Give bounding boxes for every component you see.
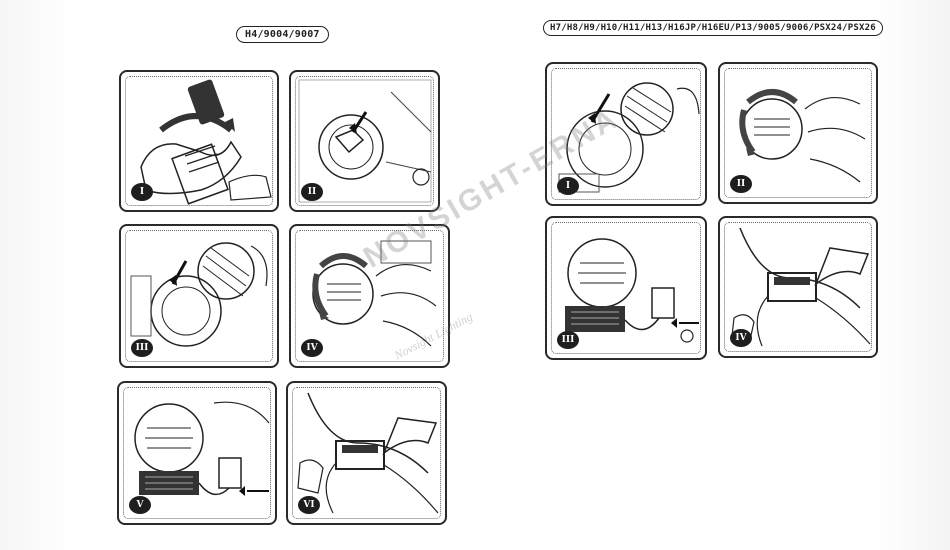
left-panel-6: VI [286, 381, 447, 525]
step-badge: III [131, 339, 153, 357]
left-panel-1: I [119, 70, 279, 212]
remove-clip-illustration [298, 79, 432, 203]
step-badge: VI [298, 496, 320, 514]
left-group-title: H4/9004/9007 [236, 26, 329, 43]
step-badge: I [557, 177, 579, 195]
step-badge: IV [301, 339, 323, 357]
step-badge: III [557, 331, 579, 349]
insert-bulb-illustration [130, 242, 268, 347]
step-badge: II [301, 183, 323, 201]
left-panel-5: V [117, 381, 277, 525]
left-panel-3: III [119, 224, 279, 368]
rotate-lock-illustration [312, 240, 437, 347]
right-panel-1: I [545, 62, 707, 206]
place-driver-illustration [731, 227, 871, 347]
place-driver-illustration [297, 392, 439, 514]
step-badge: IV [730, 329, 752, 347]
step-badge: I [131, 183, 153, 201]
step-badge: II [730, 175, 752, 193]
left-panel-2: II [289, 70, 440, 212]
rotate-lock-illustration [739, 89, 866, 183]
right-panel-3: III [545, 216, 707, 360]
connect-plug-illustration [134, 401, 270, 496]
left-panel-4: IV [289, 224, 450, 368]
right-group-title: H7/H8/H9/H10/H11/H13/H16JP/H16EU/P13/900… [543, 20, 883, 36]
connect-plug-illustration [565, 238, 699, 343]
right-panel-4: IV [718, 216, 878, 358]
right-panel-2: II [718, 62, 878, 204]
hand-turning-bulb-illustration [140, 79, 272, 205]
step-badge: V [129, 496, 151, 514]
insert-bulb-illustration [558, 82, 700, 193]
